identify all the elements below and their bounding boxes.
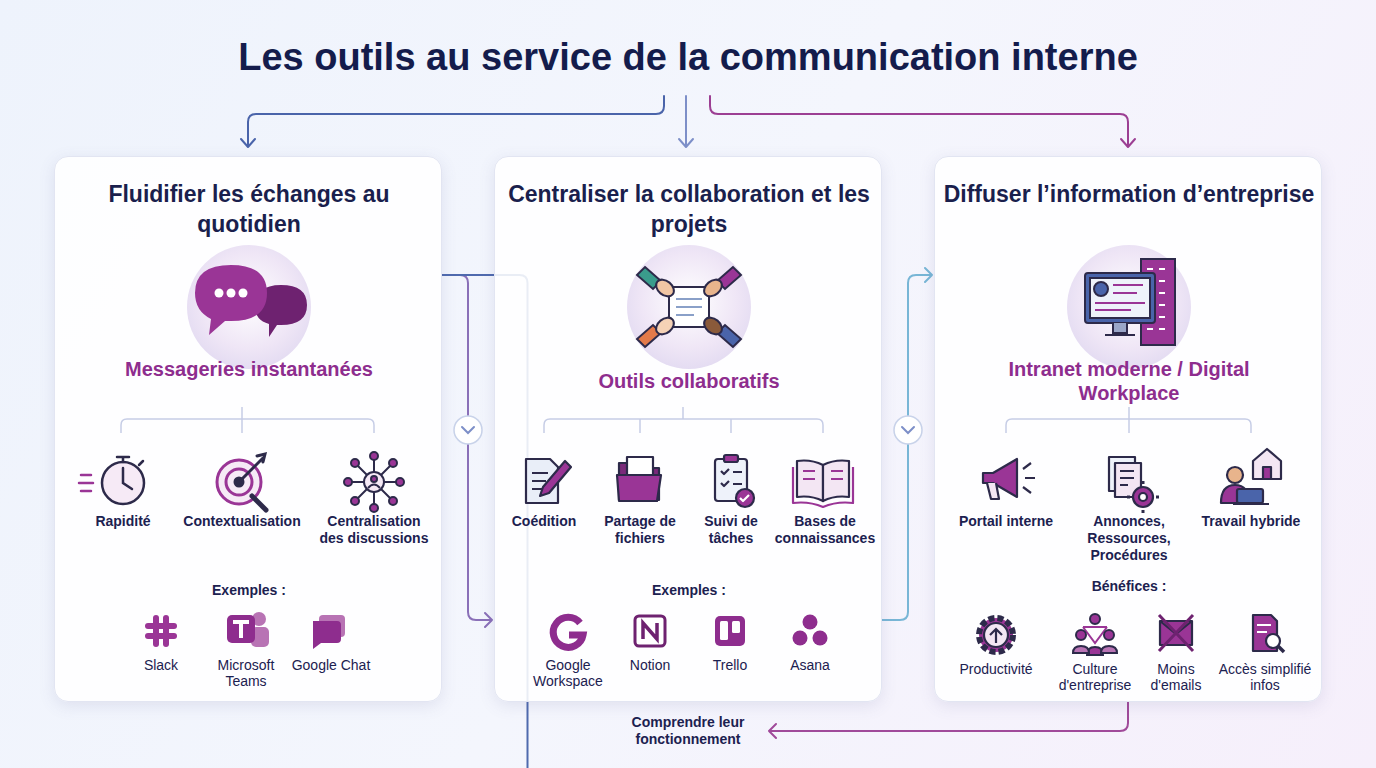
tool-panel: Centraliser la collaboration et les proj… <box>494 156 882 702</box>
panel-heading: Diffuser l’information d’entreprise <box>943 179 1315 209</box>
arrow-head <box>241 139 255 147</box>
feature-label: Annonces, Ressources, Procédures <box>1067 513 1191 564</box>
example-label: Slack <box>115 657 207 673</box>
example-label: Notion <box>612 657 688 673</box>
list-heading: Bénéfices : <box>1049 577 1209 595</box>
flow-connector <box>769 702 1128 738</box>
example-label: Culture d'entreprise <box>1051 661 1139 693</box>
example-label: Moins d'emails <box>1140 661 1212 693</box>
tool-category: Intranet moderne / Digital Workplace <box>979 357 1279 405</box>
panel-heading: Fluidifier les échanges au quotidien <box>63 179 435 239</box>
example-label: Accès simplifié infos <box>1217 661 1313 693</box>
feature-label: Centralisation des discussions <box>314 513 434 547</box>
footer-note: Comprendre leur fonctionnement <box>613 714 763 748</box>
panel-icons <box>55 157 443 703</box>
tool-panel: Diffuser l’information d’entrepriseIntra… <box>934 156 1322 702</box>
feature-label: Partage de fichiers <box>594 513 686 547</box>
tool-panel: Fluidifier les échanges au quotidienMess… <box>54 156 442 702</box>
flow-connector <box>442 275 492 627</box>
feature-label: Coédition <box>498 513 590 530</box>
feature-label: Suivi de tâches <box>688 513 774 547</box>
arrow-head <box>679 139 693 147</box>
feature-label: Travail hybride <box>1201 513 1301 530</box>
panel-icons <box>495 157 883 703</box>
example-label: Google Chat <box>285 657 377 673</box>
example-label: Trello <box>692 657 768 673</box>
arrow-head <box>1121 139 1135 147</box>
chevron-button <box>894 416 922 444</box>
panel-icons <box>935 157 1323 703</box>
feature-label: Bases de connaissances <box>769 513 881 547</box>
title-arrow <box>710 96 1128 146</box>
feature-label: Portail interne <box>951 513 1061 530</box>
tool-category: Outils collaboratifs <box>539 369 839 393</box>
title-arrow <box>685 96 687 146</box>
feature-label: Contextualisation <box>177 513 307 530</box>
list-heading: Exemples : <box>169 581 329 599</box>
diagram-title: Les outils au service de la communicatio… <box>38 34 1338 80</box>
title-arrow <box>248 96 664 146</box>
feature-label: Rapidité <box>73 513 173 530</box>
list-heading: Exemples : <box>609 581 769 599</box>
example-label: Productivité <box>952 661 1040 677</box>
chevron-button <box>454 416 482 444</box>
panel-heading: Centraliser la collaboration et les proj… <box>503 179 875 239</box>
example-label: Google Workspace <box>525 657 611 689</box>
text-node: Comprendre leur fonctionnement <box>613 714 763 748</box>
example-label: Asana <box>772 657 848 673</box>
example-label: Microsoft Teams <box>200 657 292 689</box>
tool-category: Messageries instantanées <box>99 357 399 381</box>
flow-connector <box>882 268 932 620</box>
